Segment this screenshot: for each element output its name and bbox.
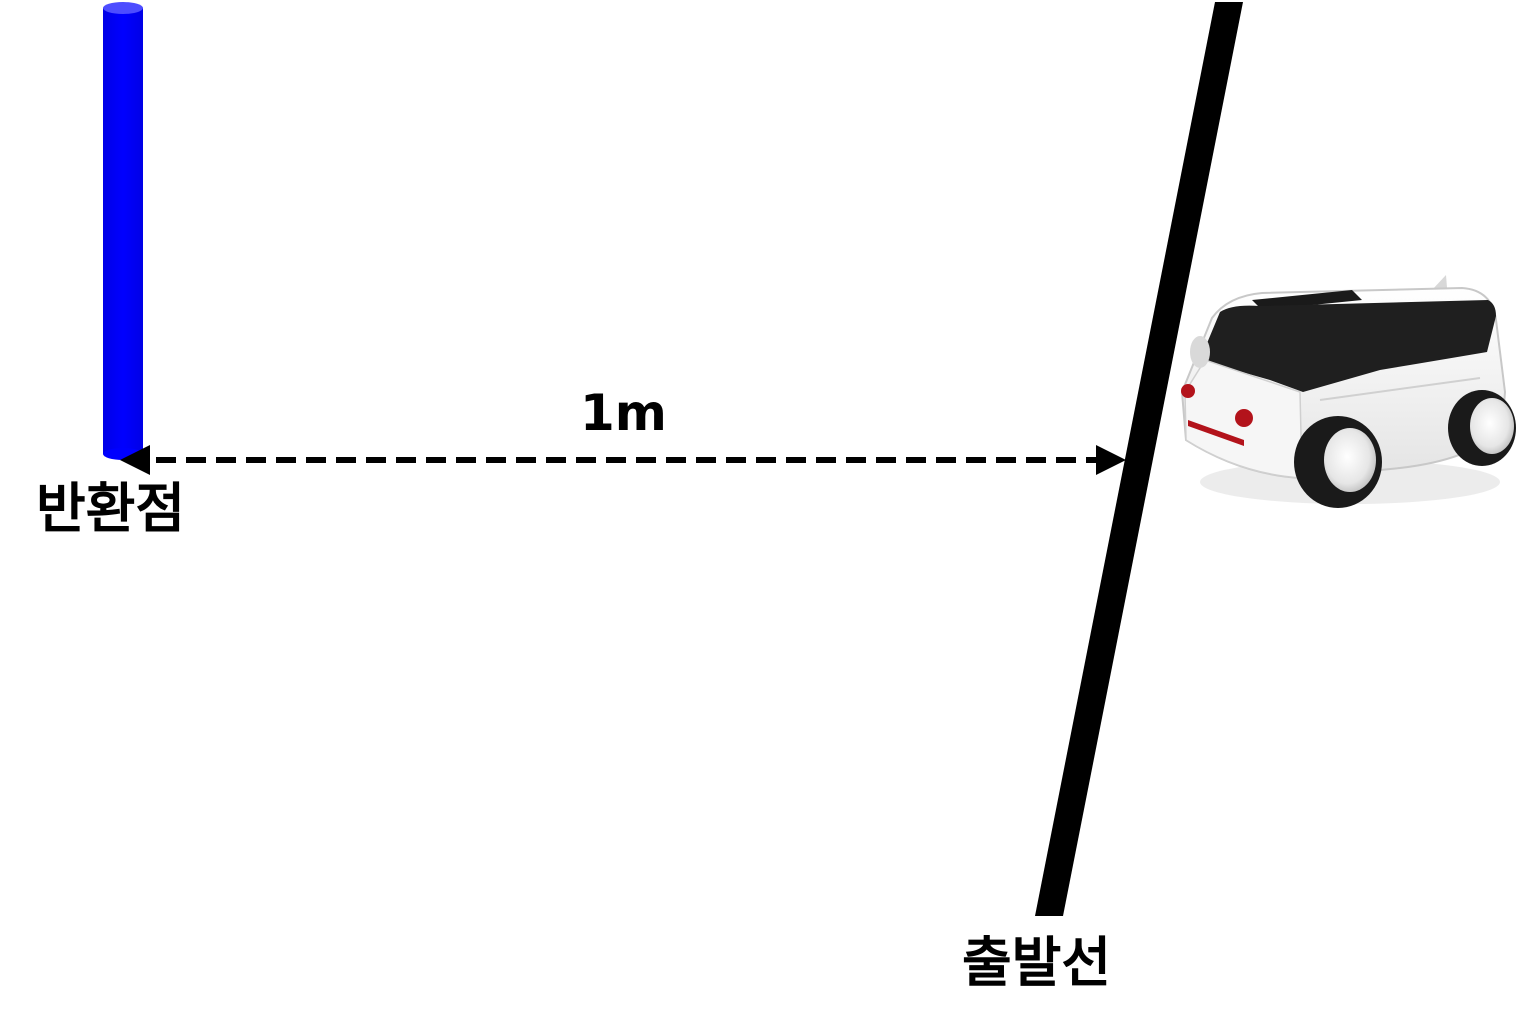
robot-car-icon [1180, 275, 1516, 508]
start-line-label: 출발선 [962, 931, 1112, 994]
blue-pole-icon [103, 2, 143, 460]
distance-label: 1m [580, 384, 667, 442]
turn-point-label: 반환점 [36, 477, 186, 540]
start-line [1035, 2, 1243, 916]
